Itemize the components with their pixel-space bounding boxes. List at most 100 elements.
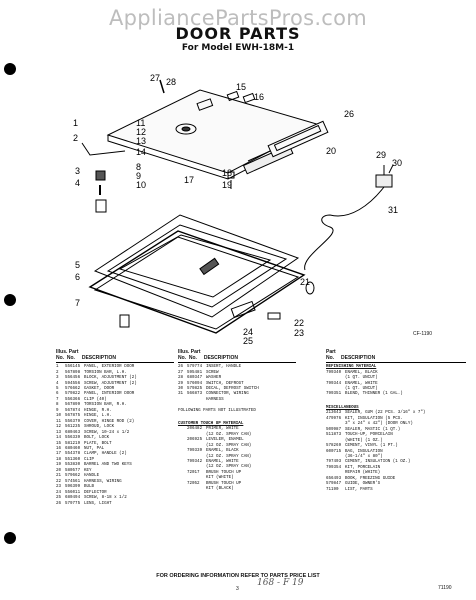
part-description: (12 OZ. SPRAY CAN) bbox=[206, 465, 252, 470]
part-description: BULB bbox=[84, 485, 95, 490]
illus-no: 12 bbox=[56, 425, 62, 430]
illus-no: 24 bbox=[56, 490, 62, 495]
illus-no: 14 bbox=[56, 436, 62, 441]
part-description: (12 OZ. SPRAY CAN) bbox=[206, 454, 252, 459]
part-description: CEMENT, INSULATION (1 OZ.) bbox=[345, 460, 411, 465]
part-number: 680463 bbox=[65, 430, 81, 435]
callout-21: 21 bbox=[300, 277, 310, 287]
table-row: (1 QT. UNCUT) bbox=[326, 387, 466, 392]
part-number: 580577 bbox=[65, 468, 81, 473]
part-number: 206925 bbox=[187, 438, 203, 443]
part-number: 579774 bbox=[187, 365, 203, 370]
illus-no: 21 bbox=[56, 474, 62, 479]
callout-24: 24 bbox=[243, 327, 253, 337]
part-description: BLEND, THINNER (1 GAL.) bbox=[345, 392, 403, 397]
part-description: PANEL, INTERIOR DOOR bbox=[84, 392, 135, 397]
illus-no: 17 bbox=[56, 452, 62, 457]
part-description: (1 QT. UNCUT) bbox=[345, 387, 378, 391]
illus-no: 10 bbox=[56, 414, 62, 419]
part-description: KIT, PORCELAIN bbox=[345, 465, 381, 470]
part-description: CLAMP, HANDLE (2) bbox=[84, 452, 127, 457]
callout-30: 30 bbox=[392, 158, 402, 168]
part-description: INSERT, HANDLE bbox=[206, 365, 242, 370]
part-number: 566873 bbox=[187, 392, 203, 397]
part-description: COVER, HINGE ROD (2) bbox=[84, 419, 135, 424]
callout-11: 11 bbox=[136, 118, 145, 128]
diagram-code: CF-1190 bbox=[413, 331, 433, 337]
part-description: NUT, PAL bbox=[84, 446, 105, 451]
callout-1: 1 bbox=[73, 118, 78, 128]
binder-hole-top bbox=[4, 63, 16, 75]
part-description: BOLT, LOCK bbox=[84, 436, 110, 441]
illus-no: 15 bbox=[56, 441, 62, 446]
part-number: 797403 bbox=[326, 460, 342, 465]
callout-22: 22 bbox=[294, 318, 304, 328]
table-row: 3" x 24" x 42") (DOOR ONLY) bbox=[326, 422, 466, 427]
part-number: 72017 bbox=[187, 470, 200, 475]
part-description: SHROUD, LOCK bbox=[84, 425, 115, 430]
part-description: (12 OZ. SPRAY CAN) bbox=[206, 432, 252, 437]
part-number: 799340 bbox=[326, 370, 342, 375]
part-description: GASKET, DOOR bbox=[84, 387, 115, 391]
part-description: HARNESS, WIRING bbox=[84, 479, 122, 484]
table-row: (36-1/4" x 80") bbox=[326, 455, 466, 460]
part-description: REPAIR (WHITE) bbox=[345, 471, 381, 476]
door-gasket bbox=[88, 230, 306, 334]
part-number: 799344 bbox=[326, 381, 342, 386]
callout-19: 19 bbox=[222, 180, 232, 190]
part-number: 680347 bbox=[187, 376, 203, 381]
model-subtitle: For Model EWH-18M-1 bbox=[181, 43, 295, 53]
part-number: 567875 bbox=[65, 414, 81, 419]
deflector bbox=[230, 300, 256, 319]
part-description: DEFLECTOR bbox=[84, 490, 107, 495]
part-number: 556366 bbox=[65, 397, 81, 402]
part-description: SCREW, 8-18 x 1/2 bbox=[84, 496, 127, 501]
part-number: 556379 bbox=[65, 419, 81, 424]
callout-18: 18 bbox=[222, 168, 232, 178]
illus-no: 7 bbox=[56, 397, 59, 402]
part-number: 511873 bbox=[326, 433, 342, 438]
illus-no: 11 bbox=[56, 419, 62, 424]
part-number: 578269 bbox=[326, 444, 342, 449]
wiring-harness bbox=[304, 186, 385, 271]
part-description: PRIMER, WHITE bbox=[206, 427, 239, 432]
part-number: 509987 bbox=[326, 427, 342, 432]
illus-no: 3 bbox=[56, 376, 59, 381]
illus-no: 25 bbox=[56, 496, 62, 501]
column-2-header: Illus. Part No. No. DESCRIPTION bbox=[178, 349, 239, 361]
part-description: HANDLE bbox=[84, 474, 100, 479]
part-number: 576662 bbox=[65, 387, 81, 391]
part-description: KEY bbox=[84, 468, 92, 473]
table-row: (1 QT. UNCUT) bbox=[326, 376, 466, 381]
callout-16: 16 bbox=[254, 92, 264, 102]
part-description: KIT (WHITE) bbox=[206, 476, 234, 481]
binder-hole-middle bbox=[4, 294, 16, 306]
part-number: 600715 bbox=[326, 449, 342, 454]
illus-no: 20 bbox=[56, 468, 62, 473]
illus-no: 31 bbox=[178, 392, 184, 397]
part-number: 556011 bbox=[65, 490, 81, 495]
callout-17: 17 bbox=[184, 175, 194, 185]
part-number: 579775 bbox=[65, 501, 81, 506]
callout-23: 23 bbox=[294, 328, 304, 338]
callout-31: 31 bbox=[388, 205, 398, 215]
table-row: (12 OZ. SPRAY CAN) bbox=[178, 455, 296, 460]
